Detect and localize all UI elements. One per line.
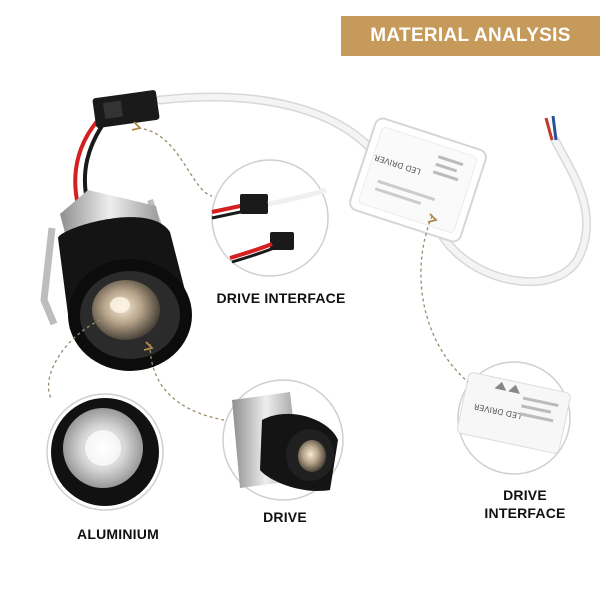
wire-tip-blue (551, 115, 558, 141)
label-drive: DRIVE (263, 509, 307, 525)
callout-aluminium-closeup (46, 393, 164, 511)
callout-drive-closeup (222, 379, 344, 501)
label-aluminium: ALUMINIUM (77, 526, 159, 542)
label-drive-interface-top: DRIVE INTERFACE (216, 290, 346, 306)
guide-lines (47, 127, 469, 421)
downlight-housing (40, 190, 192, 371)
banner-title: MATERIAL ANALYSIS (370, 25, 571, 46)
callout-driver-closeup: LED DRIVER (456, 361, 571, 475)
arrow-markers (131, 121, 438, 351)
wire-red (73, 116, 102, 206)
connector-plug (92, 90, 160, 128)
callout-connector-closeup (211, 159, 329, 277)
led-driver-box: LED DRIVER (349, 117, 487, 243)
label-drive-interface-bottom: DRIVE INTERFACE (484, 487, 566, 521)
banner-background (341, 16, 600, 56)
wire-tip-red (544, 117, 554, 141)
